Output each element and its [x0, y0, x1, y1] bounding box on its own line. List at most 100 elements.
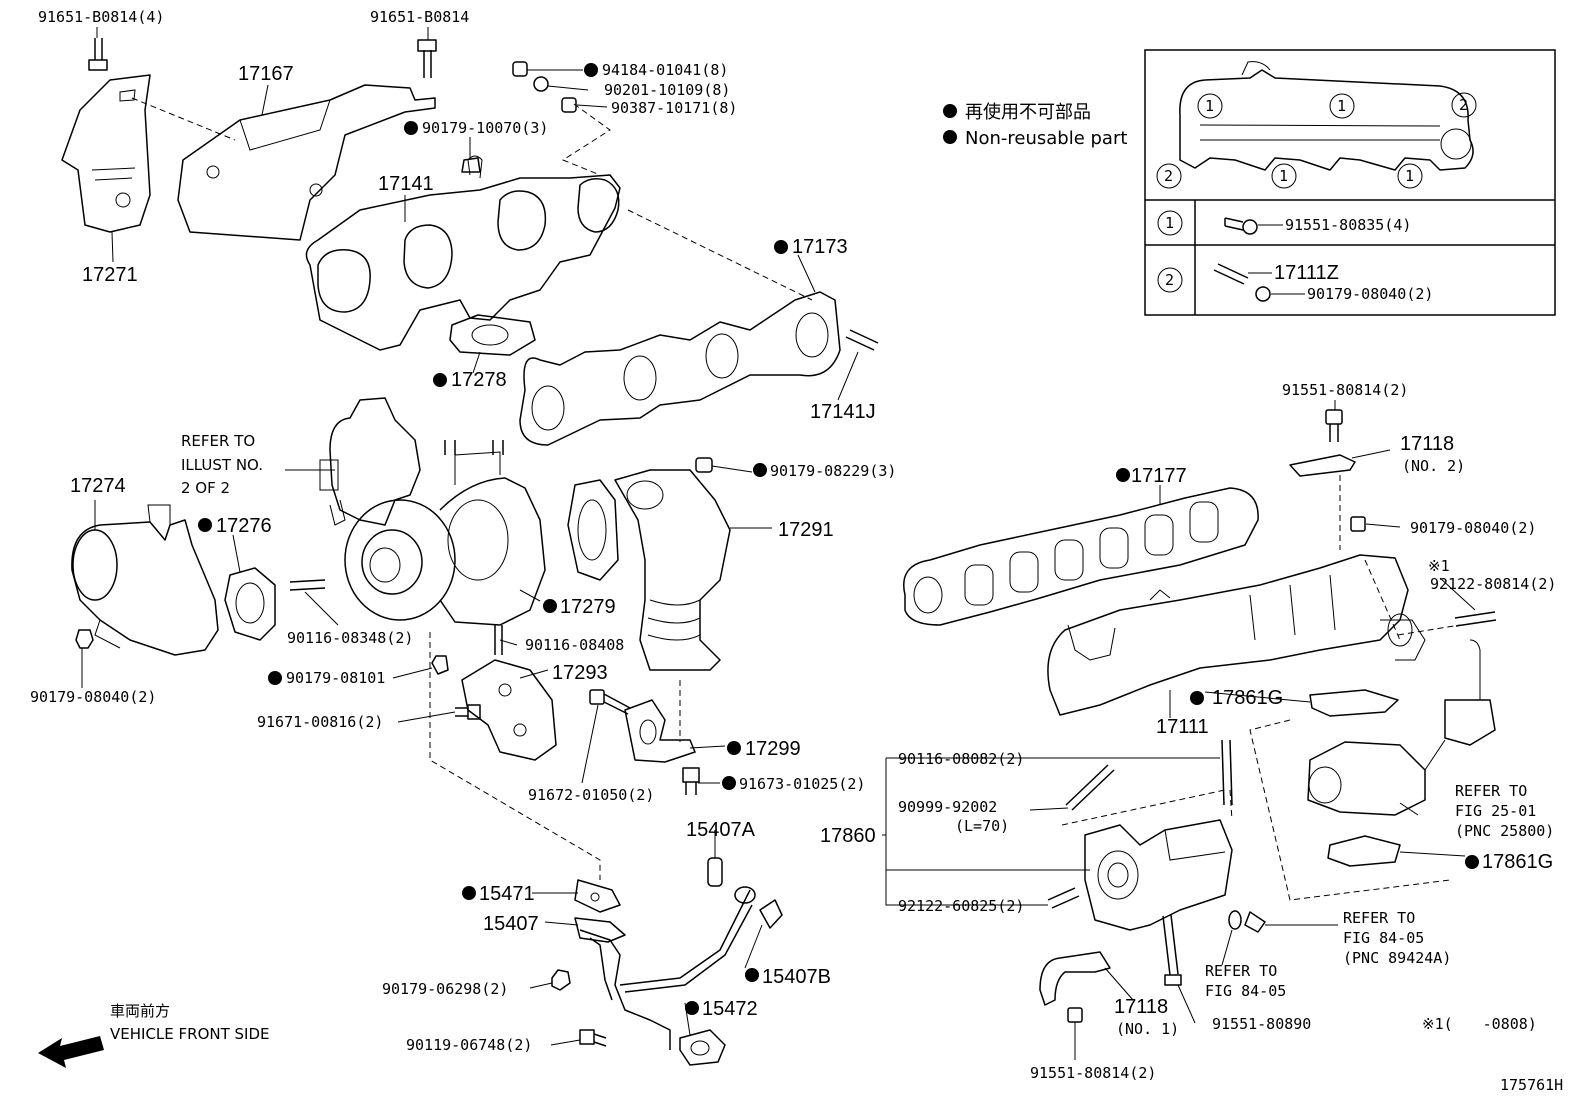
- stud-icon: [289, 579, 326, 591]
- label-refer-25-01-line3: (PNC 25800): [1455, 822, 1554, 840]
- label-ref-code: 175761H: [1500, 1076, 1563, 1094]
- dashed-alignment-lines: [131, 97, 1461, 901]
- bracket-17118-no1: [1039, 951, 1111, 1006]
- part-labels: 91651-B0814(4) 91651-B0814 17167 17271 9…: [30, 8, 1563, 1094]
- stud-icon: [494, 625, 503, 655]
- non-reusable-marker: [943, 104, 957, 118]
- gasket-17276: [224, 567, 276, 641]
- label-90179-08040-right: 90179-08040(2): [1410, 519, 1536, 537]
- label-15472: 15472: [702, 998, 758, 1020]
- non-reusable-markers: [198, 63, 1479, 1015]
- label-17279: 17279: [560, 596, 616, 618]
- inset-callout-1a: 1: [1205, 97, 1214, 115]
- gasket-17861G-lower: [1327, 835, 1401, 867]
- inset-row1-part: 91551-80835(4): [1285, 216, 1411, 234]
- label-17118-no2-sub: (NO. 2): [1402, 457, 1465, 475]
- intake-manifold-17111: [1047, 554, 1426, 716]
- label-15407A: 15407A: [686, 819, 756, 841]
- label-90179-08229: 90179-08229(3): [770, 462, 896, 480]
- label-refer-25-01-line2: FIG 25-01: [1455, 802, 1536, 820]
- bracket-17293: [461, 659, 557, 761]
- bolt-icon: [695, 457, 713, 473]
- label-92122-80814: 92122-80814(2): [1430, 575, 1556, 593]
- nut-icon: [75, 629, 94, 649]
- label-star1: ※1: [1428, 557, 1450, 575]
- inset-callout-1b: 1: [1337, 97, 1346, 115]
- bolt-icon: [1162, 914, 1182, 986]
- label-92122-60825: 92122-60825(2): [898, 897, 1024, 915]
- gasket-15407-flange: [574, 917, 626, 943]
- inset-callout-1c: 1: [1279, 167, 1288, 185]
- label-90387-10171: 90387-10171(8): [611, 99, 737, 117]
- label-17276: 17276: [216, 515, 272, 537]
- label-91651-B0814-4: 91651-B0814(4): [38, 8, 164, 26]
- gasket-17173: [519, 291, 841, 446]
- label-15471: 15471: [479, 883, 535, 905]
- label-17274: 17274: [70, 475, 126, 497]
- label-vehicle-front-en: VEHICLE FRONT SIDE: [110, 1025, 270, 1043]
- label-refer-illust-line3: 2 OF 2: [181, 479, 230, 497]
- gasket-17861G-upper: [1309, 689, 1399, 717]
- label-refer-84-05b-line1: REFER TO: [1205, 962, 1277, 980]
- turbocharger-assembly: [319, 397, 546, 626]
- label-17291: 17291: [778, 519, 834, 541]
- gasket-15471: [574, 879, 621, 913]
- label-17141: 17141: [378, 173, 434, 195]
- label-17118-no1: 17118: [1114, 996, 1168, 1018]
- heat-insulator-17167: [177, 84, 436, 241]
- inset-manifold-outline: [1179, 69, 1474, 171]
- gasket-17279: [567, 479, 619, 581]
- inset-row2-part-b: 90179-08040(2): [1307, 285, 1433, 303]
- label-refer-25-01-line1: REFER TO: [1455, 782, 1527, 800]
- label-17177: 17177: [1131, 465, 1187, 487]
- bracket-17118-no2: [1289, 454, 1356, 477]
- label-91551-80814-top: 91551-80814(2): [1282, 381, 1408, 399]
- label-90179-10070: 90179-10070(3): [422, 119, 548, 137]
- label-91672-01050: 91672-01050(2): [528, 786, 654, 804]
- gasket-17278: [449, 314, 536, 356]
- label-17141J: 17141J: [810, 401, 876, 423]
- label-refer-84-05a-line2: FIG 84-05: [1343, 929, 1424, 947]
- legend-jp: 再使用不可部品: [965, 102, 1091, 123]
- bolt-icon: [88, 38, 108, 71]
- bolt-icon: [579, 1029, 607, 1047]
- label-15407: 15407: [483, 913, 539, 935]
- label-90179-06298: 90179-06298(2): [382, 980, 508, 998]
- sensor-icon: [1228, 910, 1266, 933]
- inset-row1-callout: 1: [1165, 214, 1174, 232]
- oil-pipe-15407: [579, 857, 783, 1050]
- nut-icon: [1255, 286, 1271, 302]
- label-91651-B0814: 91651-B0814: [370, 8, 469, 26]
- bolt-icon: [1325, 409, 1343, 442]
- label-17860: 17860: [820, 825, 876, 847]
- inset-row2-part-a: 17111Z: [1274, 262, 1339, 284]
- legend: 再使用不可部品 Non-reusable part: [943, 102, 1127, 149]
- label-17173: 17173: [792, 236, 848, 258]
- label-17167: 17167: [238, 63, 294, 85]
- inset-callout-2b: 2: [1164, 167, 1173, 185]
- heat-insulator-17271: [61, 74, 151, 233]
- label-94184-01041: 94184-01041(8): [602, 61, 728, 79]
- label-17293: 17293: [552, 662, 608, 684]
- bolt-icon: [1067, 1007, 1083, 1023]
- legend-en: Non-reusable part: [965, 128, 1127, 149]
- bolt-icon: [1224, 217, 1258, 235]
- exhaust-manifold-17141: [305, 155, 621, 351]
- bolt-icon: [417, 39, 437, 78]
- label-91551-80890: 91551-80890: [1212, 1015, 1311, 1033]
- label-17271: 17271: [82, 264, 138, 286]
- label-vehicle-front-jp: 車両前方: [110, 1002, 170, 1020]
- label-15407B: 15407B: [762, 966, 831, 988]
- vehicle-front-arrow-icon: [38, 1036, 104, 1068]
- label-90116-08408: 90116-08408: [525, 636, 624, 654]
- inset-box: 1 1 2 2 1 1 1 91551-80835(4) 2 17111Z 90…: [1144, 49, 1556, 316]
- label-refer-84-05a-line3: (PNC 89424A): [1343, 949, 1451, 967]
- non-reusable-marker: [943, 130, 957, 144]
- label-90116-08082: 90116-08082(2): [898, 750, 1024, 768]
- bolt-icon: [589, 689, 631, 715]
- stud-icon: [1213, 263, 1249, 285]
- label-91671-00816: 91671-00816(2): [257, 713, 383, 731]
- leader-lines: [81, 27, 1476, 1060]
- exhaust-pipe-17291: [614, 469, 731, 671]
- gasket-17177: [903, 487, 1259, 626]
